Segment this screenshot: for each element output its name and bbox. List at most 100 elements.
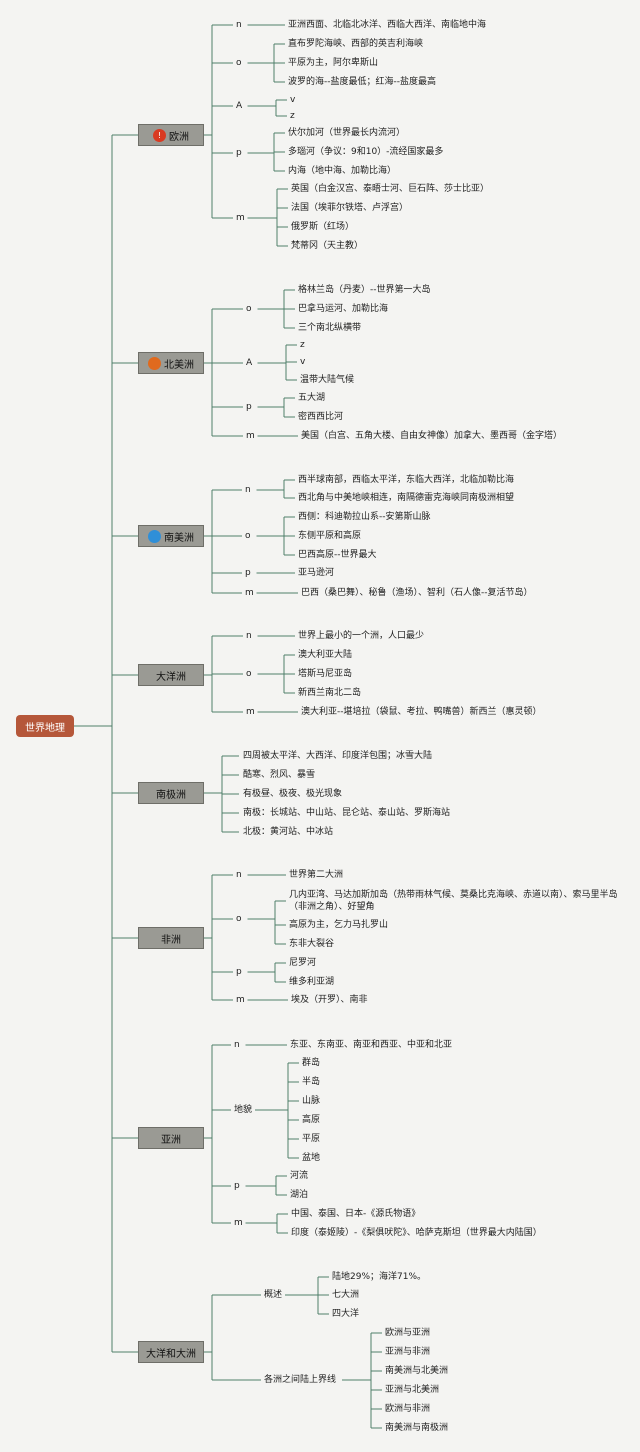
item-text: 河流 <box>290 1171 309 1181</box>
item-text: 三个南北纵横带 <box>298 323 362 333</box>
group-label: A <box>246 358 253 368</box>
item-text: 内海（地中海、加勒比海） <box>288 166 397 176</box>
continent-name: 北美洲 <box>164 359 194 371</box>
item-text: 盆地 <box>302 1153 321 1163</box>
group-label: A <box>236 101 243 111</box>
item-text: 平原 <box>302 1134 321 1144</box>
group-label: 各洲之间陆上界线 <box>264 1375 337 1385</box>
item-text: 西北角与中美地峡相连，南隔德雷克海峡同南极洲相望 <box>298 493 515 503</box>
item-text: 东非大裂谷 <box>289 939 335 949</box>
item-text: 中国、泰国、日本-《源氏物语》 <box>291 1209 421 1219</box>
item-text: 法国（埃菲尔铁塔、卢浮宫） <box>291 203 409 213</box>
item-text: 欧洲与非洲 <box>385 1404 431 1414</box>
group-label: o <box>236 914 242 924</box>
group-label: o <box>236 58 242 68</box>
group-label: m <box>245 588 254 598</box>
group-label: m <box>236 213 245 223</box>
item-text: 东亚、东南亚、南亚和西亚、中亚和北亚 <box>290 1040 453 1050</box>
group-label: p <box>246 402 252 412</box>
item-text: 澳大利亚大陆 <box>298 650 353 660</box>
group-label: m <box>236 995 245 1005</box>
item-text: 新西兰南北二岛 <box>298 688 362 698</box>
priority-badge-icon <box>148 356 161 370</box>
group-label: o <box>246 304 252 314</box>
item-text: 平原为主，阿尔卑斯山 <box>288 58 379 68</box>
group-label: m <box>246 431 255 441</box>
item-text: 维多利亚湖 <box>289 977 335 987</box>
group-label: m <box>234 1218 243 1228</box>
item-text: 半岛 <box>302 1077 321 1087</box>
continent-node: 大洋洲 <box>138 664 204 686</box>
priority-badge-icon: ! <box>153 128 166 142</box>
item-text: 亚洲与北美洲 <box>385 1385 440 1395</box>
group-label: p <box>245 568 251 578</box>
item-text: 俄罗斯（红场） <box>291 222 355 232</box>
item-text: 五大湖 <box>298 393 326 403</box>
item-text: 东侧平原和高原 <box>298 531 362 541</box>
group-label: p <box>236 967 242 977</box>
item-text: 北极：黄河站、中冰站 <box>243 827 334 837</box>
continent-name: 南极洲 <box>156 789 186 801</box>
item-text: 有极昼、极夜、极光现象 <box>243 789 343 799</box>
root-node: 世界地理 <box>16 715 74 737</box>
item-text: 英国（白金汉宫、泰晤士河、巨石阵、莎士比亚） <box>291 184 490 194</box>
item-text: 波罗的海--盐度最低；红海--盐度最高 <box>288 77 436 87</box>
group-label: p <box>234 1181 240 1191</box>
item-text: 湖泊 <box>290 1190 309 1200</box>
group-label: m <box>246 707 255 717</box>
continent-node: 非洲 <box>138 927 204 949</box>
item-text: 高原为主，乞力马扎罗山 <box>289 920 389 930</box>
group-label: o <box>246 669 252 679</box>
continent-name: 欧洲 <box>169 131 189 143</box>
item-text: 密西西比河 <box>298 412 344 422</box>
group-label: n <box>234 1040 240 1050</box>
continent-name: 非洲 <box>161 934 181 946</box>
continent-name: 南美洲 <box>164 532 194 544</box>
continent-name: 大洋洲 <box>156 671 186 683</box>
item-text: 群岛 <box>302 1058 321 1068</box>
item-text: 格林兰岛（丹麦）--世界第一大岛 <box>298 285 431 295</box>
continent-name: 亚洲 <box>161 1134 181 1146</box>
item-text: 梵蒂冈（天主教） <box>291 241 364 251</box>
group-label: p <box>236 148 242 158</box>
item-text: 温带大陆气候 <box>300 375 355 385</box>
continent-node: 大洋和大洲 <box>138 1341 204 1363</box>
group-label: n <box>246 631 252 641</box>
continent-node: 亚洲 <box>138 1127 204 1149</box>
item-text: 高原 <box>302 1115 321 1125</box>
item-text: 澳大利亚--堪培拉（袋鼠、考拉、鸭嘴兽）新西兰（惠灵顿） <box>301 707 542 717</box>
item-text: 亚马逊河 <box>298 568 335 578</box>
item-text: 南极：长城站、中山站、昆仑站、泰山站、罗斯海站 <box>243 808 451 818</box>
item-text: 山脉 <box>302 1096 321 1106</box>
group-label: n <box>245 485 251 495</box>
item-text: v <box>290 95 296 105</box>
item-text: 巴拿马运河、加勒比海 <box>298 304 389 314</box>
item-text: 西半球南部，西临太平洋，东临大西洋，北临加勒比海 <box>298 475 515 485</box>
item-text: 亚洲西面、北临北冰洋、西临大西洋、南临地中海 <box>288 20 487 30</box>
item-text: 欧洲与亚洲 <box>385 1328 431 1338</box>
item-text: 多瑙河（争议：9和10）-流经国家最多 <box>288 147 444 157</box>
item-text: 直布罗陀海峡、西部的英吉利海峡 <box>288 39 424 49</box>
item-text: 亚洲与非洲 <box>385 1347 431 1357</box>
item-text: 酷寒、烈风、暴雪 <box>243 770 316 780</box>
item-text: v <box>300 357 306 367</box>
item-text: 几内亚湾、马达加斯加岛（热带雨林气候、莫桑比克海峡、赤道以南）、索马里半岛（非洲… <box>289 890 618 912</box>
item-text: 四周被太平洋、大西洋、印度洋包围；冰雪大陆 <box>243 751 433 761</box>
item-text: 世界上最小的一个洲，人口最少 <box>298 631 425 641</box>
group-label: n <box>236 20 242 30</box>
item-text: 南美洲与南极洲 <box>385 1423 449 1433</box>
priority-badge-icon <box>148 529 161 543</box>
item-text: 南美洲与北美洲 <box>385 1366 449 1376</box>
group-label: 概述 <box>264 1290 283 1300</box>
item-text: 印度（泰姬陵）-《梨俱吠陀》、哈萨克斯坦（世界最大内陆国） <box>291 1228 542 1238</box>
item-text: 埃及（开罗）、南非 <box>291 995 368 1005</box>
item-text: 巴西（桑巴舞）、秘鲁（渔场）、智利（石人像--复活节岛） <box>301 588 533 598</box>
item-text: 尼罗河 <box>289 958 317 968</box>
group-label: o <box>245 531 251 541</box>
item-text: 世界第二大洲 <box>289 870 344 880</box>
item-text: 七大洲 <box>332 1290 360 1300</box>
continent-node: 南美洲 <box>138 525 204 547</box>
item-text: 伏尔加河（世界最长内流河） <box>288 128 406 138</box>
